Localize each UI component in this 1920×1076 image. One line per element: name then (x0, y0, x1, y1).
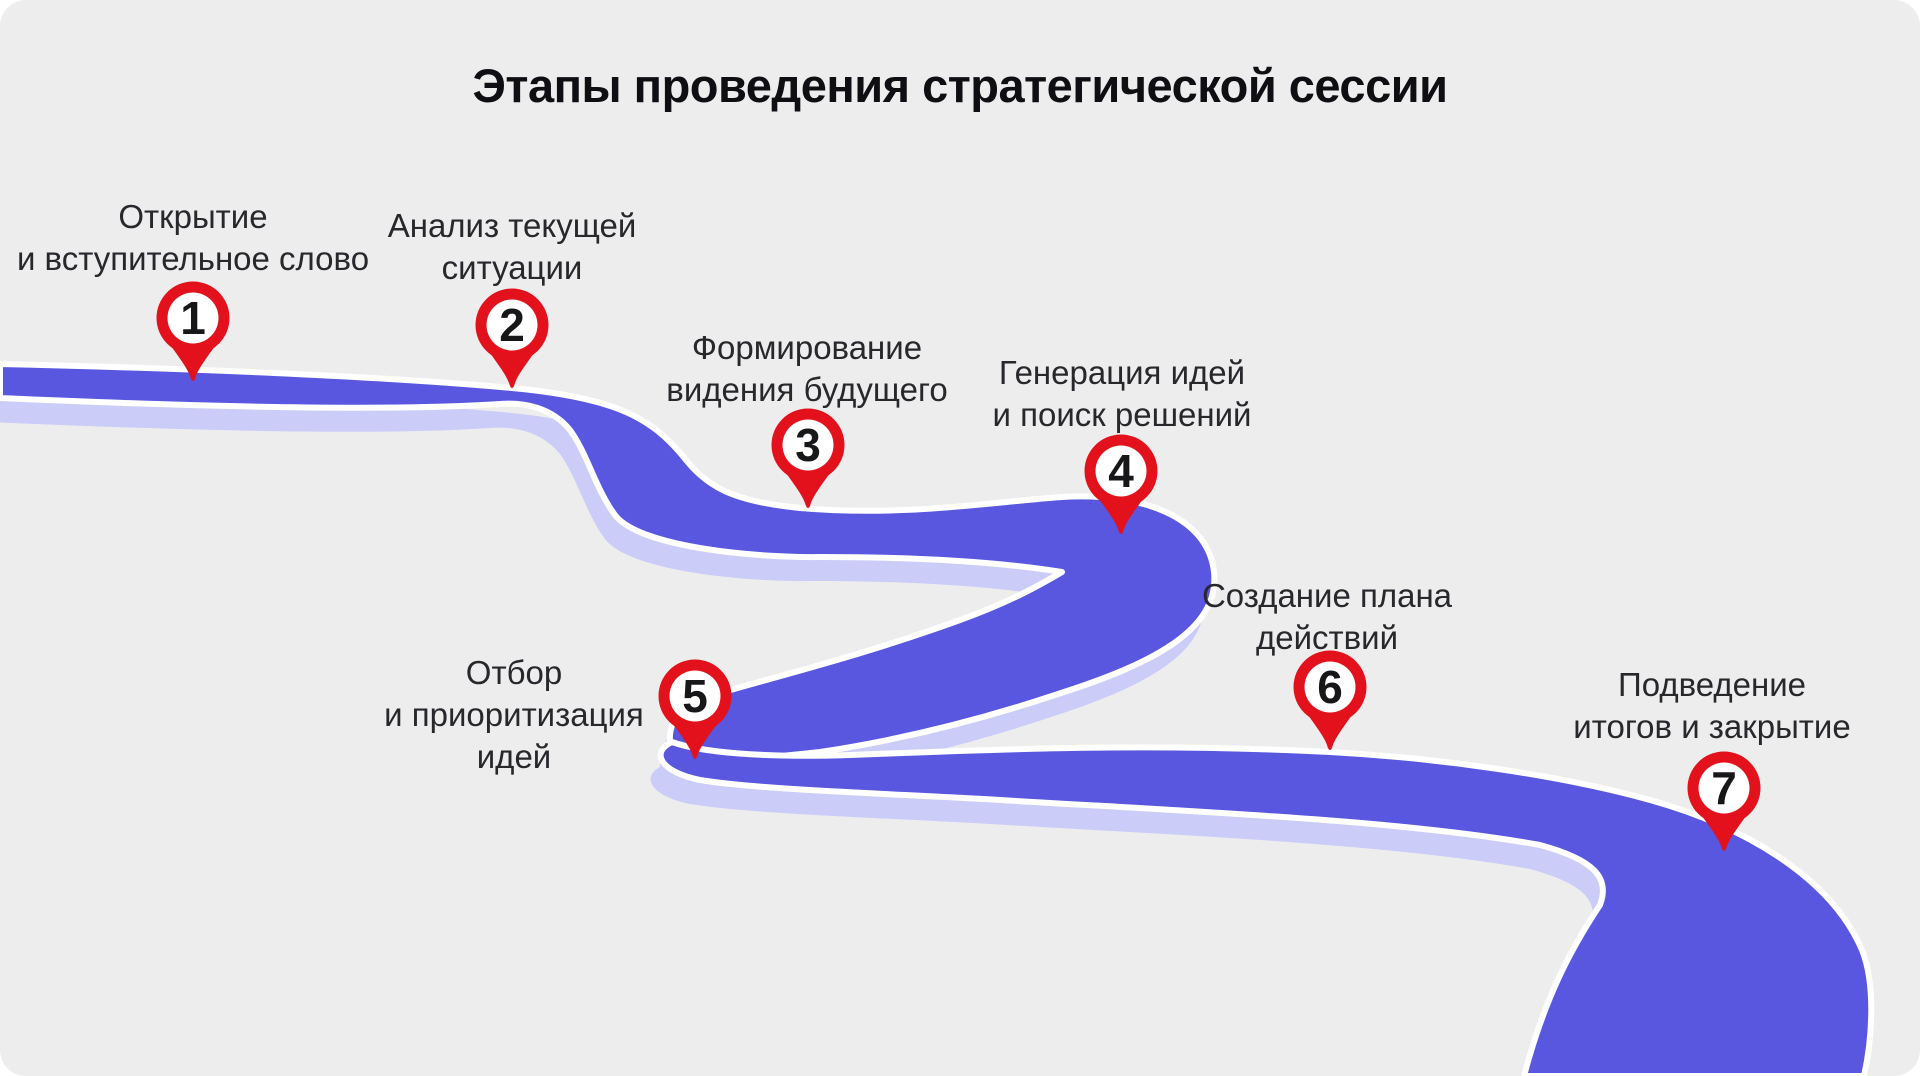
stage-pin-2: 2 (475, 288, 549, 388)
stage-label-3: Формирование видения будущего (666, 329, 948, 408)
stage-number: 5 (682, 670, 708, 722)
stage-pin-1: 1 (156, 281, 230, 381)
stage-pin-3: 3 (771, 408, 845, 508)
stage-number: 7 (1711, 762, 1737, 814)
page-title: Этапы проведения стратегической сессии (472, 59, 1449, 112)
pin-inner-circle (167, 292, 219, 344)
pin-inner-circle (1698, 762, 1750, 814)
pin-inner-circle (1095, 445, 1147, 497)
pin-inner-circle (782, 419, 834, 471)
stage-label-5: Отбор и приоритизация идей (384, 654, 644, 775)
stage-label-4: Генерация идей и поиск решений (992, 354, 1252, 433)
stage-label-7: Подведение итогов и закрытие (1573, 666, 1851, 745)
stage-number: 1 (180, 292, 206, 344)
stage-label-6: Создание плана действий (1201, 577, 1453, 656)
stage-number: 4 (1108, 445, 1134, 497)
stage-label-2: Анализ текущей ситуации (387, 207, 637, 286)
stage-pin-7: 7 (1687, 751, 1761, 851)
pin-inner-circle (486, 299, 538, 351)
stage-pin-4: 4 (1084, 434, 1158, 534)
stage-number: 6 (1317, 661, 1343, 713)
stage-number: 2 (499, 299, 525, 351)
road-lower-segment (657, 739, 1875, 1076)
pin-inner-circle (669, 670, 721, 722)
stage-number: 3 (795, 419, 821, 471)
stage-pin-6: 6 (1293, 650, 1367, 750)
pin-inner-circle (1304, 661, 1356, 713)
stage-label-1: Открытие и вступительное слово (16, 198, 370, 277)
stage-pin-5: 5 (658, 659, 732, 759)
